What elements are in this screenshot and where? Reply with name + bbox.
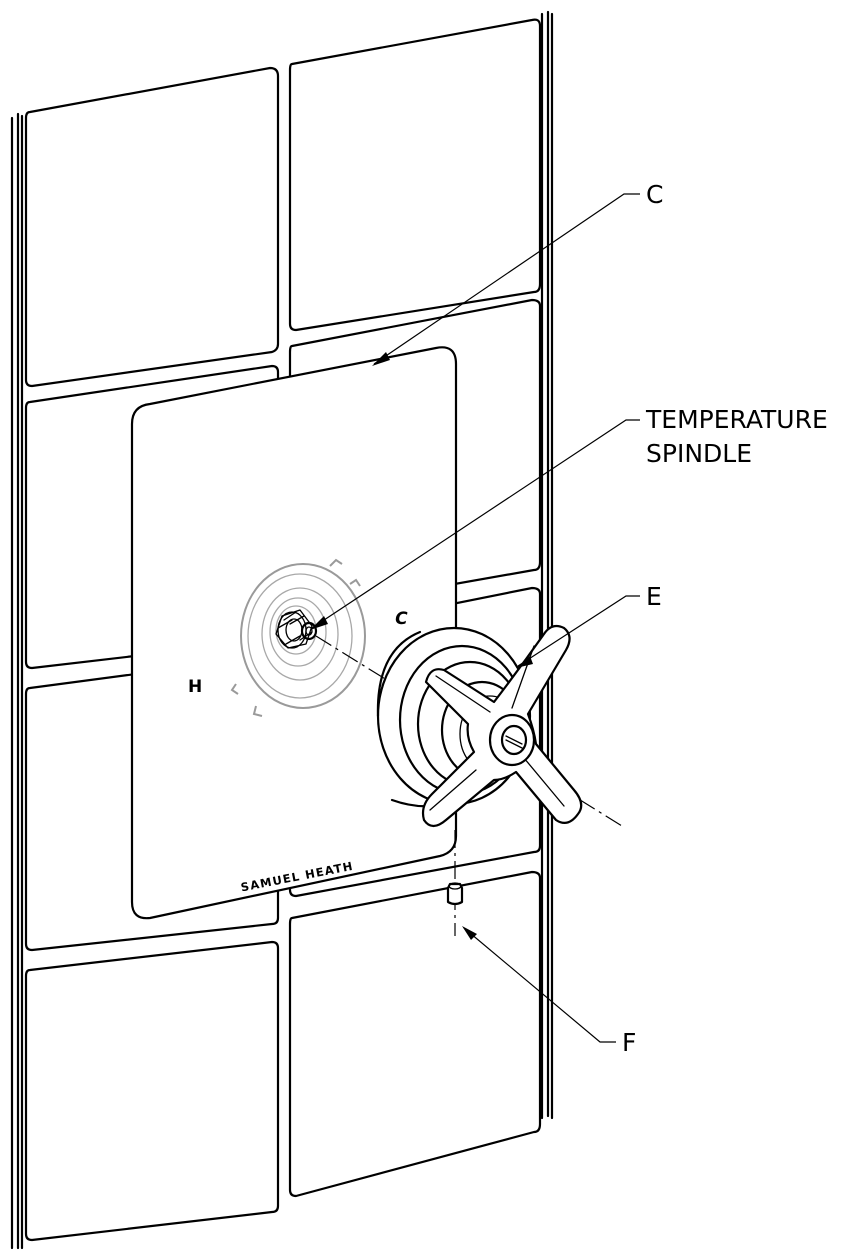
spindle-ring bbox=[269, 597, 327, 667]
hot-label: H bbox=[188, 677, 202, 697]
cover-plate: H C SAMUEL HEATH bbox=[130, 346, 458, 920]
callout-temperature-spindle-line1: TEMPERATURE bbox=[645, 405, 828, 434]
tile bbox=[288, 870, 542, 1198]
arrowhead-temperature-spindle bbox=[310, 616, 328, 630]
handle-hub bbox=[488, 713, 536, 767]
callout-c: C bbox=[646, 180, 663, 209]
temperature-spindle bbox=[230, 558, 366, 717]
spindle-ring bbox=[261, 587, 339, 681]
grub-screw bbox=[446, 830, 464, 936]
arrowhead-c bbox=[372, 352, 390, 366]
spindle-splines bbox=[275, 609, 313, 649]
wall-left-edge bbox=[10, 112, 24, 1250]
leader-c bbox=[373, 193, 640, 365]
arrowhead-e bbox=[516, 656, 533, 668]
tile bbox=[288, 18, 542, 332]
leader-f bbox=[463, 927, 616, 1043]
spindle-flange-inner bbox=[247, 573, 353, 699]
handle-screw-slot bbox=[505, 735, 523, 749]
callout-f: F bbox=[622, 1028, 636, 1057]
handle-hub-inner bbox=[500, 724, 528, 756]
tile bbox=[24, 940, 280, 1242]
callout-e: E bbox=[646, 582, 662, 611]
spindle-tip bbox=[300, 621, 318, 641]
cold-label: C bbox=[393, 609, 409, 629]
grub-screw-body bbox=[446, 882, 464, 906]
cross-handle-edge bbox=[429, 645, 565, 811]
grub-screw-top bbox=[448, 882, 462, 890]
tile bbox=[24, 66, 280, 388]
spindle-tip-inner bbox=[305, 626, 313, 636]
callout-temperature-spindle-line2: SPINDLE bbox=[646, 439, 752, 468]
spindle-lug bbox=[230, 558, 361, 717]
cross-handle-assembly bbox=[376, 624, 583, 828]
tile bbox=[288, 298, 542, 614]
leader-e bbox=[517, 595, 640, 667]
arrowhead-f bbox=[462, 926, 477, 940]
callouts: C TEMPERATURE SPINDLE E F bbox=[310, 180, 828, 1057]
cover-plate-outline bbox=[130, 346, 458, 920]
leader-temperature-spindle bbox=[311, 419, 640, 629]
spindle-flange bbox=[240, 563, 366, 709]
wall-right-edge bbox=[540, 10, 554, 1120]
